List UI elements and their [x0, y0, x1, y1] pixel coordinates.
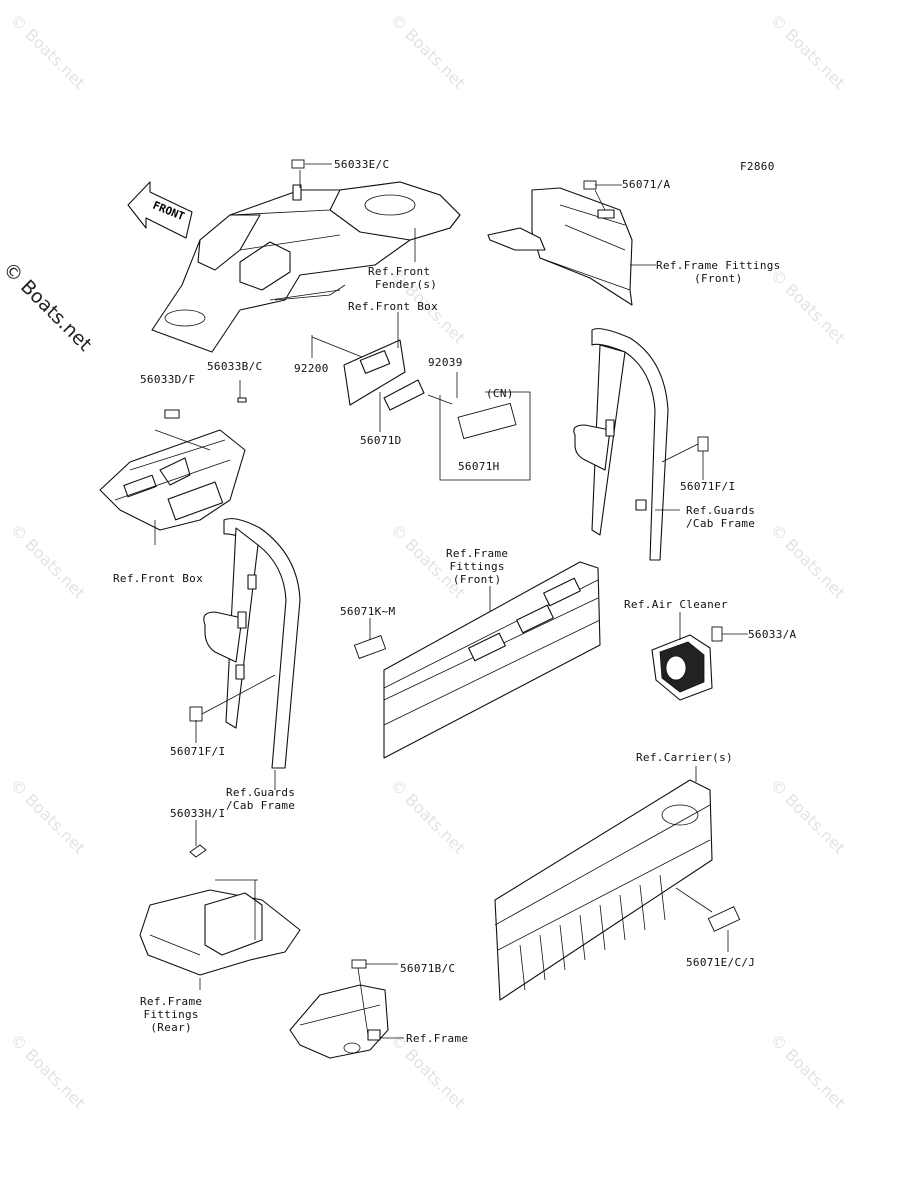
label-ref-front-fender: Ref.Front Fender(s)	[368, 265, 438, 291]
cn-bracket	[439, 391, 531, 481]
label-56071h: 56071H	[458, 460, 500, 473]
label-92039: 92039	[428, 356, 463, 369]
front-box-lid-part	[343, 339, 425, 411]
leader-lines	[154, 163, 748, 1039]
label-56071fi-right: 56071F/I	[680, 480, 736, 493]
decal-56071bc	[351, 959, 367, 969]
label-56071km: 56071K~M	[340, 605, 396, 618]
decal-56033df	[164, 409, 180, 419]
label-ref-air-cleaner: Ref.Air Cleaner	[624, 598, 728, 611]
label-ref-frame-fittings-rear: Ref.Frame Fittings (Rear)	[140, 995, 203, 1034]
decal-56071km	[353, 635, 387, 659]
air-cleaner-part	[651, 634, 713, 701]
frame-part	[289, 984, 389, 1059]
label-56033bc: 56033B/C	[207, 360, 263, 373]
label-56033df: 56033D/F	[140, 373, 196, 386]
label-56033ec: 56033E/C	[334, 158, 390, 171]
label-ref-guards-left: Ref.Guards /Cab Frame	[226, 786, 296, 812]
front-box-part	[99, 397, 247, 531]
decal-56071h	[457, 402, 517, 440]
label-56033a: 56033/A	[748, 628, 797, 641]
cab-frame-right-part	[573, 328, 669, 561]
decal-56071a	[583, 180, 597, 190]
label-56071bc: 56071B/C	[400, 962, 456, 975]
frame-fittings-front-part	[487, 187, 633, 306]
front-arrow: FRONT	[127, 181, 193, 239]
label-ref-carriers: Ref.Carrier(s)	[636, 751, 733, 764]
frame-fittings-rear-part	[139, 879, 301, 976]
label-56071ecj: 56071E/C/J	[686, 956, 756, 969]
cab-frame-left-part	[203, 518, 301, 769]
decal-56071fi-right	[697, 436, 709, 452]
carrier-part	[494, 779, 713, 1001]
label-56033hi: 56033H/I	[170, 807, 226, 820]
front-fender-part	[151, 181, 461, 353]
label-ref-frame: Ref.Frame	[406, 1032, 469, 1045]
label-56071fi-left: 56071F/I	[170, 745, 226, 758]
frame-fittings-front-panel-part	[383, 561, 601, 759]
label-ref-frame-fittings-front-mid: Ref.Frame Fittings (Front)	[446, 547, 509, 586]
figure-code: F2860	[740, 160, 775, 173]
label-56071d: 56071D	[360, 434, 402, 447]
decal-56033a	[711, 626, 723, 642]
decal-56071ecj	[707, 906, 741, 932]
label-92200: 92200	[294, 362, 329, 375]
decal-56071fi-left	[189, 706, 203, 722]
label-cn: (CN)	[486, 387, 514, 400]
label-ref-guards-right: Ref.Guards /Cab Frame	[686, 504, 756, 530]
decal-56033hi	[189, 844, 207, 858]
label-ref-front-box-left: Ref.Front Box	[113, 572, 203, 585]
decal-56033ec	[291, 159, 305, 169]
label-ref-front-box-top: Ref.Front Box	[348, 300, 438, 313]
label-56071a: 56071/A	[622, 178, 671, 191]
label-ref-frame-fittings-front-top: Ref.Frame Fittings (Front)	[656, 259, 781, 285]
